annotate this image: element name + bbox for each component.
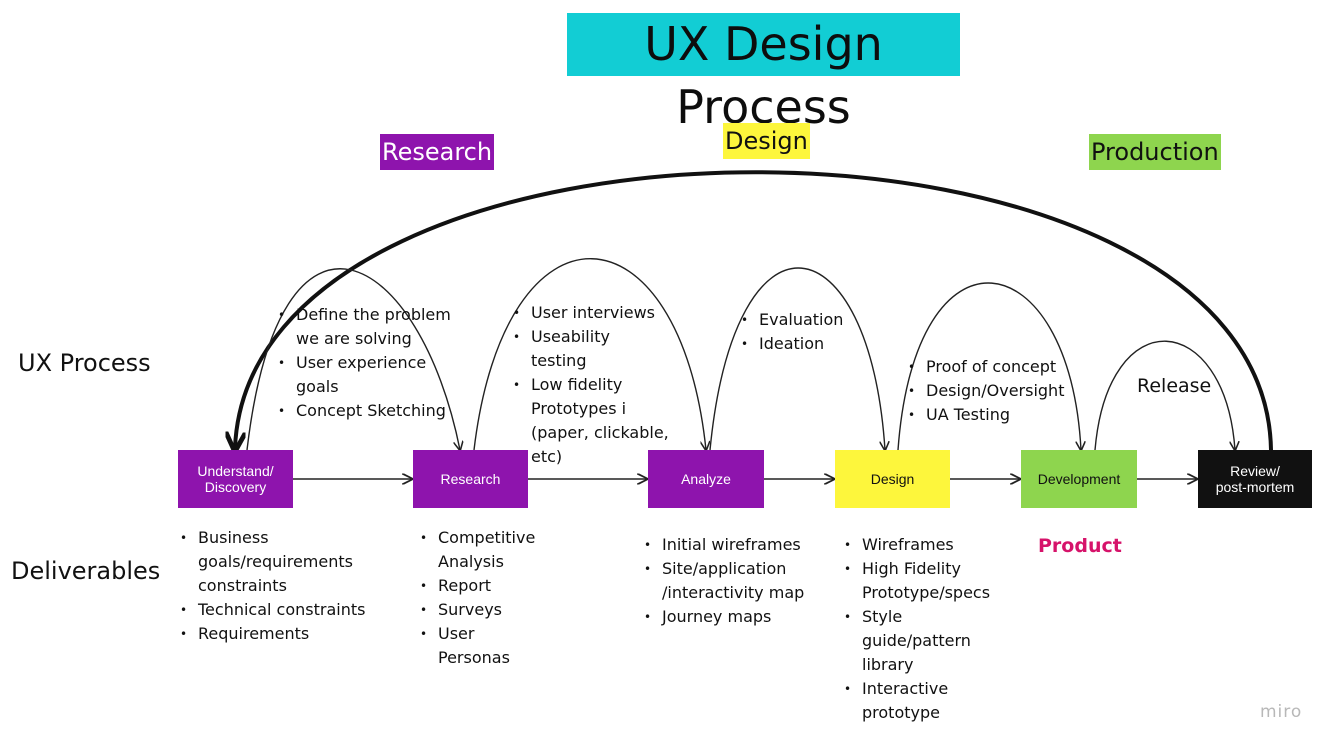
process-notes-research: User interviews Useability testing Low f… <box>509 301 669 469</box>
list-item: User Personas <box>416 622 546 670</box>
list-item: User experience goals <box>274 351 454 399</box>
list-item: Style guide/pattern library <box>840 605 1000 677</box>
list-item: Site/application /interactivity map <box>640 557 805 605</box>
product-label: Product <box>1038 535 1122 557</box>
list-item: Business goals/requirements constraints <box>176 526 366 598</box>
ux-process-row-label: UX Process <box>18 349 151 377</box>
list-item: Journey maps <box>640 605 805 629</box>
list-item: User interviews <box>509 301 669 325</box>
release-label: Release <box>1137 375 1212 397</box>
list-item: High Fidelity Prototype/specs <box>840 557 1000 605</box>
list-item: Design/Oversight <box>904 379 1079 403</box>
phase-design-label: Design <box>723 123 810 159</box>
phase-research-label: Research <box>380 134 495 170</box>
deliverables-research: Competitive Analysis Report Surveys User… <box>416 526 546 670</box>
list-item: Proof of concept <box>904 355 1079 379</box>
process-notes-analyze: Evaluation Ideation <box>737 308 877 356</box>
page-title: UX Design Process <box>567 13 960 134</box>
list-item: Evaluation <box>737 308 877 332</box>
miro-watermark: miro <box>1260 702 1303 722</box>
process-notes-design: Proof of concept Design/Oversight UA Tes… <box>904 355 1079 427</box>
arc-research-analyze <box>473 258 706 450</box>
list-item: Low fidelity Prototypes i (paper, clicka… <box>509 373 669 469</box>
list-item: Useability testing <box>509 325 669 373</box>
step-understand-discovery: Understand/ Discovery <box>178 450 293 508</box>
list-item: Technical constraints <box>176 598 366 622</box>
list-item: Define the problem we are solving <box>274 303 454 351</box>
arc-development-review <box>1094 340 1235 450</box>
list-item: Report <box>416 574 546 598</box>
process-notes-discovery: Define the problem we are solving User e… <box>274 303 454 423</box>
deliverables-analyze: Initial wireframes Site/application /int… <box>640 533 805 629</box>
list-item: Requirements <box>176 622 366 646</box>
phase-production-label: Production <box>1089 134 1221 170</box>
deliverables-design: Wireframes High Fidelity Prototype/specs… <box>840 533 1000 725</box>
list-item: UA Testing <box>904 403 1079 427</box>
list-item: Initial wireframes <box>640 533 805 557</box>
step-analyze: Analyze <box>648 450 764 508</box>
step-design: Design <box>835 450 950 508</box>
arc-analyze-design <box>709 267 885 450</box>
deliverables-discovery: Business goals/requirements constraints … <box>176 526 366 646</box>
list-item: Interactive prototype <box>840 677 1000 725</box>
list-item: Wireframes <box>840 533 1000 557</box>
step-review-post-mortem: Review/ post-mortem <box>1198 450 1312 508</box>
list-item: Surveys <box>416 598 546 622</box>
list-item: Concept Sketching <box>274 399 454 423</box>
deliverables-row-label: Deliverables <box>11 557 161 585</box>
step-development: Development <box>1021 450 1137 508</box>
list-item: Competitive Analysis <box>416 526 546 574</box>
step-research: Research <box>413 450 528 508</box>
list-item: Ideation <box>737 332 877 356</box>
